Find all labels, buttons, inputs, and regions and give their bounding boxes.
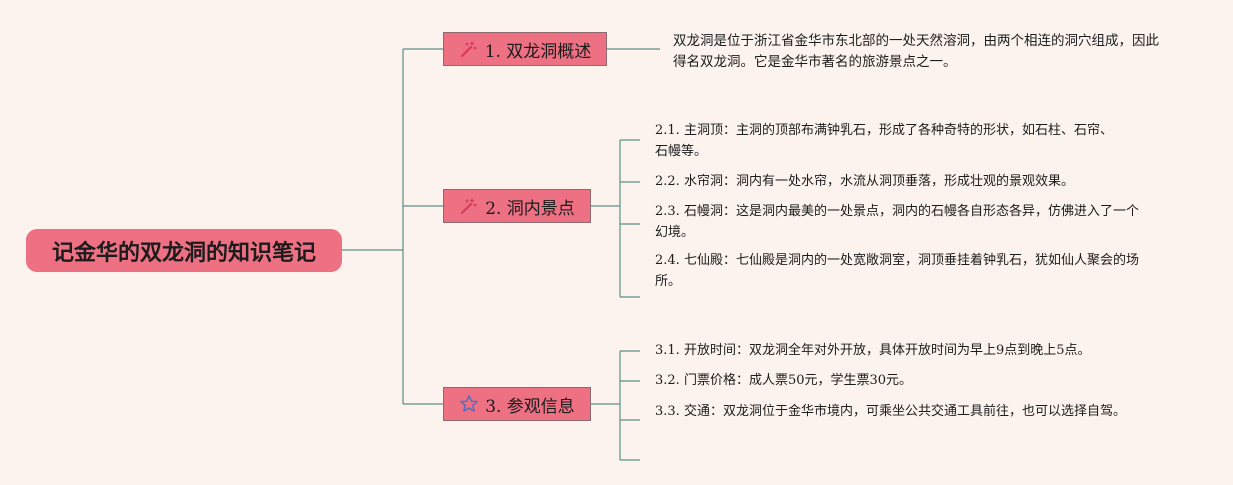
attraction-item-1: 2.1. 主洞顶：主洞的顶部布满钟乳石，形成了各种奇特的形状，如石柱、石帘、石幔… — [655, 123, 1113, 159]
branch-label: 3. 参观信息 — [485, 396, 575, 417]
root-topic[interactable]: 记金华的双龙洞的知识笔记 — [26, 229, 342, 272]
attraction-item-3: 2.3. 石幔洞：这是洞内最美的一处景点，洞内的石幔各自形态各异，仿佛进入了一个… — [655, 204, 1139, 240]
root-title: 记金华的双龙洞的知识笔记 — [51, 240, 316, 266]
visit-item-2: 3.2. 门票价格：成人票50元，学生票30元。 — [655, 373, 913, 388]
attraction-item-4: 2.4. 七仙殿：七仙殿是洞内的一处宽敞洞室，洞顶垂挂着钟乳石，犹如仙人聚会的场… — [655, 253, 1139, 289]
star-outline-icon — [459, 394, 479, 414]
branch-visit-info[interactable]: 3. 参观信息 — [443, 387, 591, 421]
visit-item-3: 3.3. 交通：双龙洞位于金华市境内，可乘坐公共交通工具前往，也可以选择自驾。 — [655, 404, 1126, 419]
attraction-item-2: 2.2. 水帘洞：洞内有一处水帘，水流从洞顶垂落，形成壮观的景观效果。 — [655, 174, 1074, 189]
branch-overview[interactable]: 1. 双龙洞概述 — [443, 32, 607, 66]
magic-wand-icon — [459, 196, 479, 216]
overview-text: 双龙洞是位于浙江省金华市东北部的一处天然溶洞，由两个相连的洞穴组成，因此得名双龙… — [673, 33, 1159, 70]
branch-label: 2. 洞内景点 — [485, 198, 575, 219]
visit-item-1: 3.1. 开放时间：双龙洞全年对外开放，具体开放时间为早上9点到晚上5点。 — [655, 343, 1091, 358]
branch-label: 1. 双龙洞概述 — [484, 41, 592, 62]
magic-wand-icon — [459, 39, 479, 59]
branch-attractions[interactable]: 2. 洞内景点 — [443, 189, 591, 223]
